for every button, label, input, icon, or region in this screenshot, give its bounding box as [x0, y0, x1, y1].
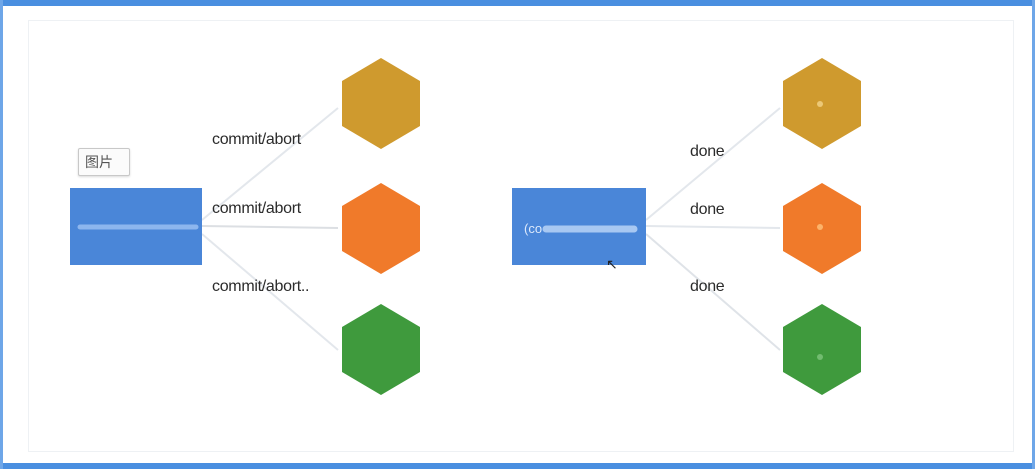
right-participant-2-dot — [817, 224, 823, 230]
right-participant-1-dot — [817, 101, 823, 107]
slide-frame — [28, 20, 1014, 452]
edge-left-bottom — [201, 233, 339, 351]
image-tag-label: 图片 — [78, 148, 130, 176]
right-participant-3-hexagon[interactable] — [783, 304, 861, 395]
right-coordinator-label: (co — [524, 221, 543, 236]
window-left-border — [0, 0, 3, 469]
left-participant-2-hexagon[interactable] — [342, 183, 420, 274]
window-right-border — [1032, 0, 1035, 469]
edge-right-bottom — [645, 233, 781, 351]
edge-right-top — [645, 107, 781, 221]
right-edge-label-bottom: done — [690, 278, 725, 295]
left-participant-1-hexagon[interactable] — [342, 58, 420, 149]
left-edge-label-top: commit/abort — [212, 131, 301, 148]
right-edge-label-top: done — [690, 143, 725, 160]
left-participant-3-hexagon[interactable] — [342, 304, 420, 395]
mouse-cursor-icon: ↖ — [606, 256, 618, 272]
edge-left-top — [201, 107, 339, 221]
right-edge-label-middle: done — [690, 201, 725, 218]
left-edge-label-middle: commit/abort — [212, 200, 301, 217]
window-top-border — [0, 0, 1035, 6]
edge-right-middle — [645, 225, 781, 229]
right-participant-3-dot — [817, 354, 823, 360]
edge-left-middle — [201, 225, 339, 229]
left-edge-label-bottom: commit/abort.. — [212, 278, 310, 295]
window-bottom-border — [0, 463, 1035, 469]
